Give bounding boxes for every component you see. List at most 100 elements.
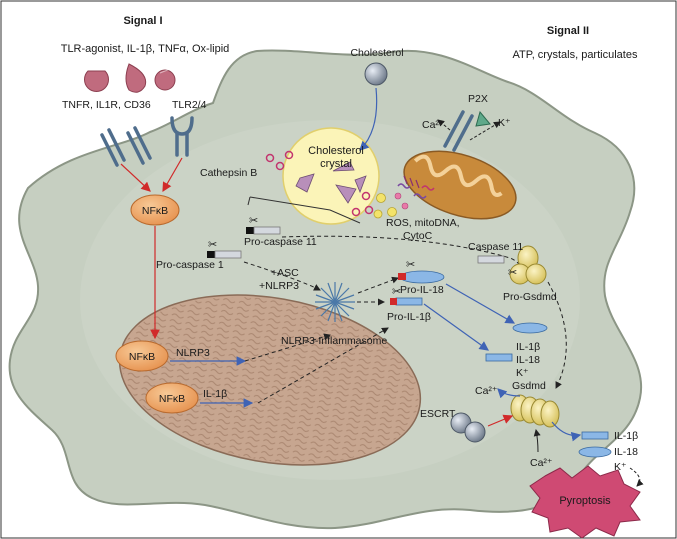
signal1-stimuli: TLR-agonist, IL-1β, TNFα, Ox-lipid [61, 43, 230, 55]
crystal-shard [335, 184, 357, 204]
arrow-inflammasome-to-proil18 [357, 276, 399, 294]
crystal-shard [332, 161, 355, 172]
tlr-receptor [170, 116, 194, 157]
scissors-icon: ✂ [508, 267, 517, 279]
p2x-channel [443, 110, 474, 152]
caspase-11-label: Caspase 11 [468, 241, 523, 253]
k-out-label: K⁺ [614, 461, 627, 473]
tnfr-receptors [100, 126, 152, 167]
scissors-icon: ✂ [392, 286, 401, 298]
arrow-ca-influx [437, 119, 451, 131]
nfkb-cytoplasm [130, 194, 180, 226]
pro-caspase-1-cap [207, 251, 215, 258]
ros-particles [373, 175, 435, 219]
nucleus-chromatin [121, 297, 419, 463]
cathepsin-bracket-tick [247, 196, 251, 206]
arrow-proil18-to-il18 [445, 283, 516, 324]
scissors-icon: ✂ [406, 259, 415, 271]
cholesterol-label: Cholesterol [350, 47, 403, 59]
k-channel-label: K⁺ [498, 117, 511, 129]
nfkb-il1b-label: NFκB [159, 393, 185, 405]
il18-out-label: IL-18 [614, 446, 638, 458]
cytoc-label: CytoC [403, 230, 433, 242]
scissors-icon: ✂ [208, 239, 217, 251]
signal2-stimuli: ATP, crystals, particulates [513, 49, 638, 61]
pyroptosis-burst [529, 465, 641, 539]
signal1-ligands [84, 63, 176, 93]
caspase-11 [477, 255, 505, 264]
p2x-label: P2X [468, 93, 488, 105]
ca-pore-label: Ca²⁺ [475, 385, 498, 397]
il1b-in-label: IL-1β [516, 341, 540, 353]
gsdmd-label: Gsdmd [512, 380, 546, 392]
pro-il18 [399, 270, 445, 284]
signal2-title: Signal II [547, 25, 589, 37]
ca-out-label: Ca²⁺ [530, 457, 553, 469]
il1b-mature [485, 353, 513, 362]
il1b-gene-label: IL-1β [203, 388, 227, 400]
pro-il1b-label: Pro-IL-1β [387, 311, 431, 323]
k-in-label: K⁺ [516, 367, 529, 379]
cholesterol-crystal-zone [282, 127, 380, 225]
pro-caspase-1 [214, 250, 242, 259]
mitochondrion-cristae [413, 154, 503, 197]
il18-released [578, 446, 612, 458]
arrow-ca-pore [497, 388, 521, 399]
arrow-escrt-to-pore [487, 414, 514, 427]
cathepsin-b-label: Cathepsin B [200, 167, 257, 179]
cathepsin-bracket [249, 196, 361, 224]
arrow-cholesterol-entry [359, 87, 378, 151]
crystal-label-2: crystal [320, 158, 352, 170]
arrow-proil1b-to-il1b [423, 303, 489, 351]
nlrp3-gene-label: NLRP3 [176, 347, 210, 359]
pro-caspase-11-cap [246, 227, 254, 234]
pro-caspase-11-label: Pro-caspase 11 [244, 236, 317, 248]
arrow-caspase11-to-gsdmd [281, 235, 524, 271]
nfkb-il1b-promoter [145, 382, 199, 414]
il1b-out-label: IL-1β [614, 430, 638, 442]
arrow-k-efflux [469, 121, 501, 141]
pro-gsdmd-label: Pro-Gsdmd [503, 291, 557, 303]
pro-caspase-1-label: Pro-caspase 1 [156, 259, 224, 271]
inflammasome-label: NLRP3-Inflammasome [281, 335, 387, 347]
nfkb-nlrp3-label: NFκB [129, 351, 155, 363]
cholesterol-sphere [364, 62, 388, 86]
pro-il1b [395, 297, 423, 306]
arrow-receptor-to-nfkb [120, 163, 151, 192]
nlrp3-inflammasome [315, 282, 355, 322]
nlrp3-plus-label: +NLRP3 [259, 280, 299, 292]
nfkb-cytoplasm-label: NFκB [142, 205, 168, 217]
pro-il1b-cap [390, 298, 397, 305]
arrow-k-released [629, 467, 644, 487]
pro-il18-label: Pro-IL-18 [400, 284, 444, 296]
ca-channel-label: Ca²⁺ [422, 119, 445, 131]
arrow-ca-influx-pore [533, 429, 541, 453]
arrow-gsdmd-cleavage [547, 281, 567, 389]
asc-label: +ASC [271, 267, 299, 279]
scissors-icon: ✂ [249, 215, 258, 227]
crystal-shard [295, 173, 315, 193]
arrow-tlr-to-nfkb [162, 157, 183, 193]
atp-triangle [475, 110, 491, 127]
arrow-nlrp3-to-inflammasome [244, 333, 331, 362]
cathepsin-b-vesicles [265, 150, 374, 217]
escrt-label: ESCRT [420, 408, 456, 420]
arrow-release [551, 421, 582, 442]
receptors-label-b: TLR2/4 [172, 99, 207, 111]
arrow-caspase1-to-inflammasome [243, 261, 321, 291]
escrt-sphere [464, 421, 486, 443]
il18-in-label: IL-18 [516, 354, 540, 366]
il18-mature [512, 322, 548, 334]
pro-gsdmd [509, 245, 547, 285]
receptors-label-a: TNFR, IL1R, CD36 [62, 99, 151, 111]
crystal-label-1: Cholesterol [308, 145, 364, 157]
gsdmd-pore [510, 394, 560, 428]
crystal-shard [354, 175, 367, 194]
nfkb-nlrp3-promoter [115, 340, 169, 372]
pro-il18-cap [398, 273, 406, 280]
signal1-title: Signal I [123, 15, 162, 27]
pro-caspase-11 [253, 226, 281, 235]
